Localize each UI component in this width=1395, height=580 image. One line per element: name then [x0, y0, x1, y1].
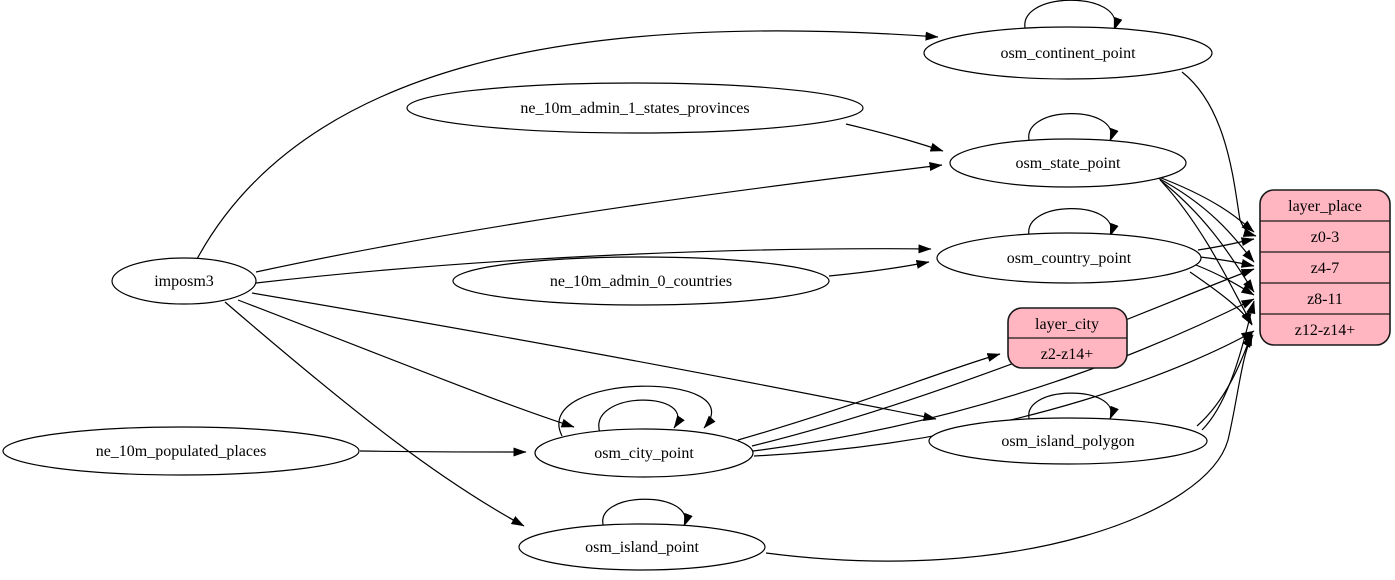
node-osm-state-point: osm_state_point	[949, 138, 1187, 188]
imposm3-shape	[111, 257, 257, 305]
edge-osm_state_point-layer_place-z0-3	[1155, 175, 1255, 233]
edge-imposm3-osm_island_point	[224, 301, 525, 527]
ne-10m-admin-0-label: ne_10m_admin_0_countries	[550, 273, 732, 290]
osm-city-point-label: osm_city_point	[594, 445, 694, 462]
layer-city-title: layer_city	[1035, 316, 1099, 333]
node-osm-city-point: osm_city_point	[534, 428, 754, 478]
osm-island-polygon-label: osm_island_polygon	[1001, 433, 1134, 450]
ne-10m-populated-places-shape	[2, 426, 360, 476]
edge-imposm3-osm_country_point	[255, 244, 932, 284]
edge-osm_country_point-layer_place-z4-7	[1199, 256, 1255, 268]
osm-state-point-shape	[949, 138, 1187, 188]
edges	[196, 0, 1257, 562]
layer-place-row-z4-7: z4-7	[1311, 260, 1339, 277]
osm-island-point-label: osm_island_point	[585, 539, 699, 556]
osm-island-point-shape	[518, 523, 766, 571]
layer-place-row-z0-3: z0-3	[1311, 229, 1339, 246]
node-imposm3: imposm3	[111, 257, 257, 305]
osm-country-point-label: osm_country_point	[1007, 250, 1132, 267]
edge-osm_island_point-layer_place-z12-z14	[765, 334, 1254, 562]
osm-island-polygon-shape	[928, 417, 1208, 465]
node-osm-island-point: osm_island_point	[518, 523, 766, 571]
selfloop-osm_island_polygon	[1028, 392, 1119, 423]
node-ne-10m-admin-1-states-provinces: ne_10m_admin_1_states_provinces	[406, 82, 864, 134]
edge-osm_state_point-layer_place-z8-11	[1159, 179, 1255, 293]
selfloop-osm_city_point-outer	[558, 385, 716, 437]
edge-osm_continent_point-layer_place-z0-3	[1181, 71, 1257, 237]
ne-10m-admin-1-shape	[406, 82, 864, 134]
edge-imposm3-osm_continent_point	[196, 30, 939, 260]
ne-10m-admin-0-shape	[452, 256, 830, 306]
edge-osm_city_point-layer_place-z8-11	[752, 298, 1255, 452]
node-osm-continent-point: osm_continent_point	[923, 26, 1213, 80]
edge-osm_city_point-layer_place-z4-7	[751, 268, 1255, 447]
osm-continent-point-label: osm_continent_point	[1000, 45, 1136, 62]
node-osm-island-polygon: osm_island_polygon	[928, 417, 1208, 465]
imposm3-label: imposm3	[154, 273, 214, 290]
edge-ne_10m_admin_1_states_provinces-osm_state_point	[845, 123, 944, 152]
edge-osm_island_polygon-layer_place-z8-11	[1201, 300, 1256, 431]
node-ne-10m-populated-places: ne_10m_populated_places	[2, 426, 360, 476]
edge-osm_country_point-layer_place-z12-z14	[1189, 271, 1253, 326]
edge-ne_10m_admin_0_countries-osm_country_point	[828, 259, 930, 277]
ne-10m-admin-1-label: ne_10m_admin_1_states_provinces	[520, 100, 749, 117]
edge-osm_city_point-layer_city-z2-z14	[737, 353, 1001, 441]
layer-city-row-z2-z14: z2-z14+	[1041, 346, 1094, 363]
selfloop-osm_country_point	[1028, 208, 1119, 240]
node-osm-country-point: osm_country_point	[936, 232, 1202, 284]
layer-place-row-z12-z14: z12-z14+	[1295, 322, 1356, 339]
record-layer-city: layer_city z2-z14+	[1007, 307, 1128, 369]
node-ne-10m-admin-0-countries: ne_10m_admin_0_countries	[452, 256, 830, 306]
edge-osm_country_point-layer_place-z0-3	[1197, 237, 1255, 251]
osm-city-point-shape	[534, 428, 754, 478]
edge-imposm3-osm_state_point	[255, 162, 943, 273]
selfloop-osm_continent_point	[1024, 0, 1123, 33]
edge-osm_country_point-layer_place-z8-11	[1195, 264, 1255, 296]
edge-osm_city_point-layer_place-z12-z14	[753, 330, 1255, 457]
layer-place-box	[1259, 189, 1391, 346]
layer-place-row-z8-11: z8-11	[1307, 291, 1343, 308]
edge-osm_state_point-layer_place-z4-7	[1157, 177, 1255, 263]
selfloop-osm_state_point	[1028, 113, 1119, 145]
edge-ne_10m_populated_places-osm_city_point	[359, 447, 527, 457]
selfloop-osm_island_point	[602, 498, 693, 529]
ne-10m-populated-places-label: ne_10m_populated_places	[96, 443, 267, 460]
osm-continent-point-shape	[923, 26, 1213, 80]
osm-state-point-label: osm_state_point	[1016, 155, 1121, 172]
record-layer-place: layer_place z0-3 z4-7 z8-11 z12-z14+	[1259, 189, 1391, 346]
layer-place-title: layer_place	[1288, 198, 1362, 215]
edge-imposm3-osm_city_point	[237, 299, 575, 428]
selfloop-osm_city_point-inner	[598, 399, 685, 434]
osm-country-point-shape	[936, 232, 1202, 284]
edge-imposm3-osm_island_polygon	[251, 292, 937, 421]
